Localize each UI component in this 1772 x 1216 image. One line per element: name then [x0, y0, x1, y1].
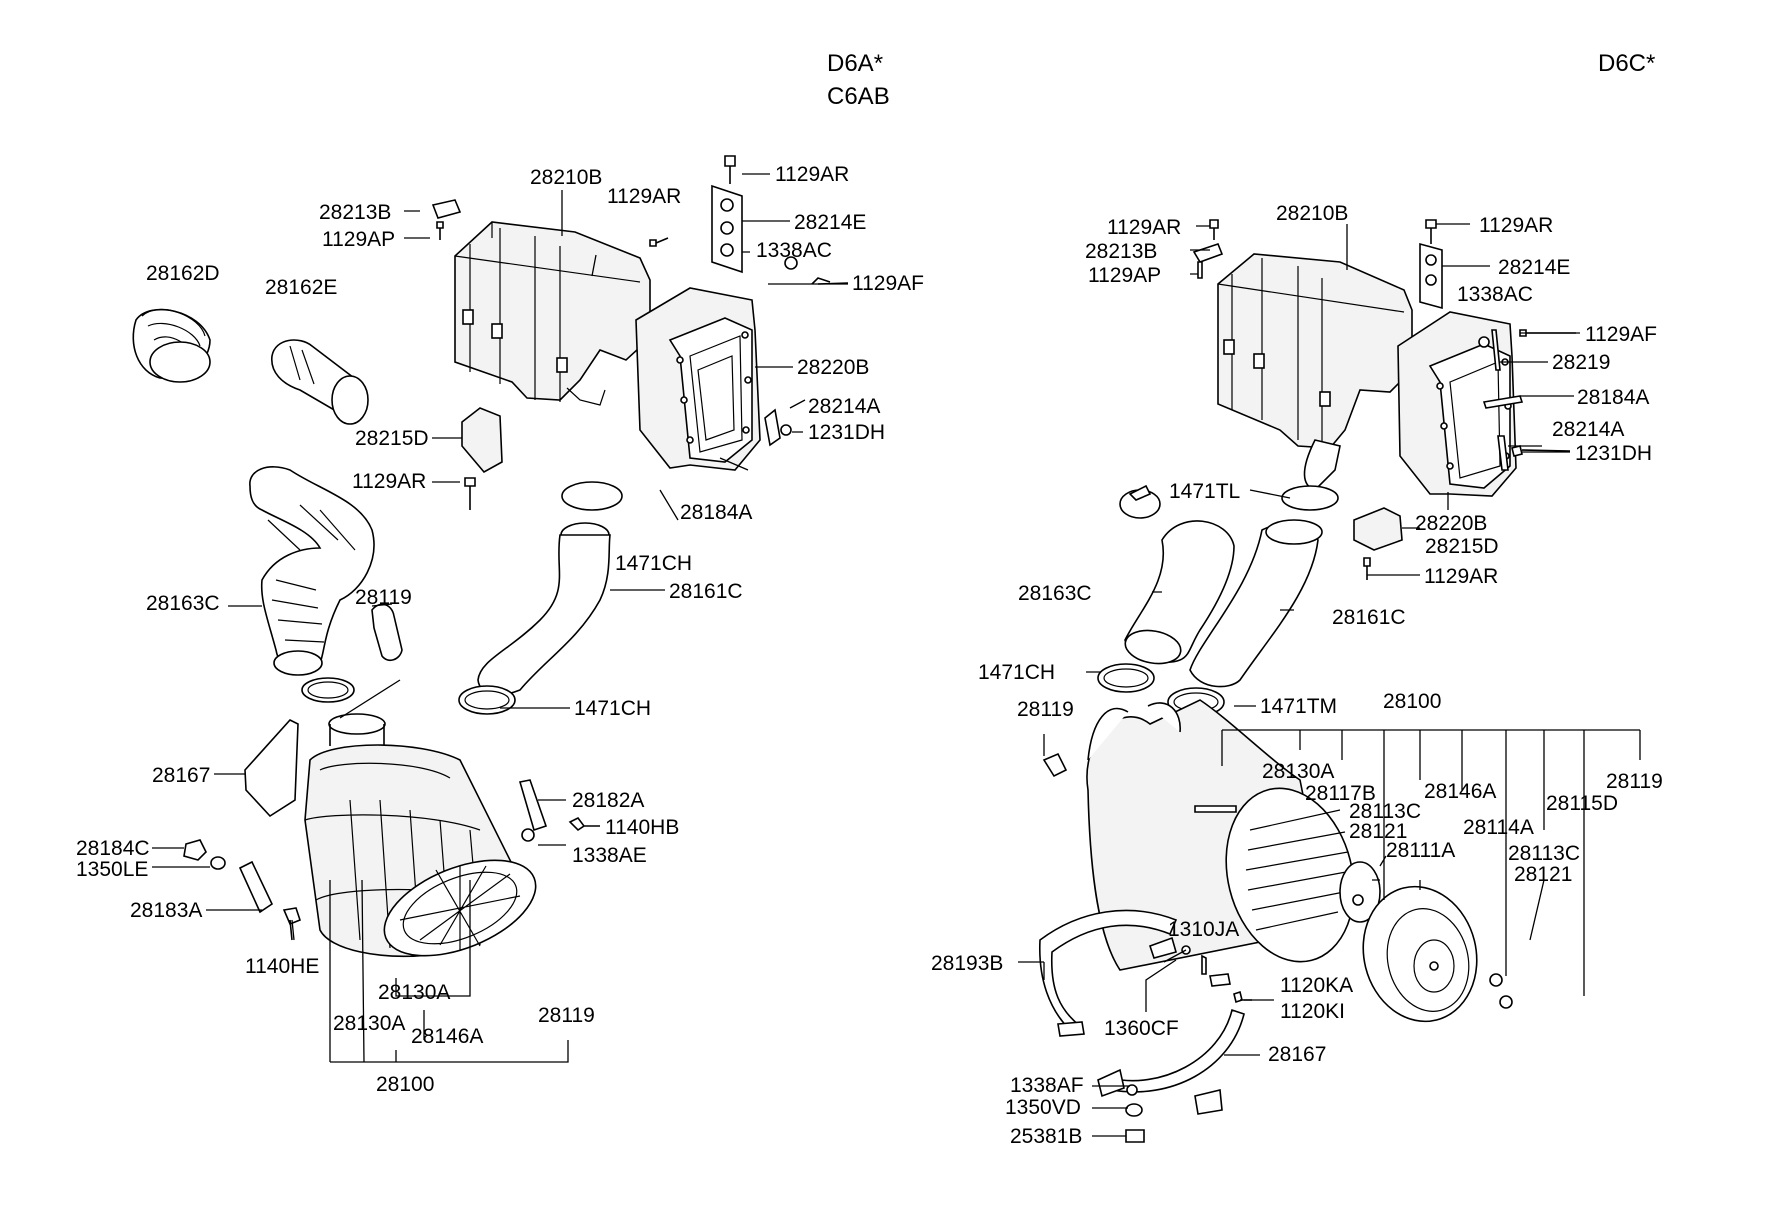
label-r-1310JA: 1310JA: [1168, 918, 1239, 941]
hose-28162E-left: [271, 339, 369, 425]
flange-28220B-right: [1397, 311, 1517, 497]
label-28162D: 28162D: [146, 262, 220, 285]
label-28163C: 28163C: [146, 592, 220, 615]
right-assembly: 1129AR 28213B 1129AP 28210B 1129AR 28214…: [931, 202, 1663, 1148]
label-r-1120KI: 1120KI: [1280, 1000, 1345, 1023]
label-1140HE: 1140HE: [245, 955, 319, 978]
label-28184A: 28184A: [680, 501, 752, 524]
label-1471CH-a: 1471CH: [615, 552, 692, 575]
label-28213B: 28213B: [319, 201, 391, 224]
plate-28214E-left: [711, 184, 743, 274]
label-r-28163C: 28163C: [1018, 582, 1092, 605]
label-r-28213B: 28213B: [1085, 240, 1157, 263]
label-r-1338AC: 1338AC: [1457, 283, 1533, 306]
header-d6c: D6C*: [1598, 50, 1655, 77]
label-28146A: 28146A: [411, 1025, 483, 1048]
label-1140HB: 1140HB: [605, 816, 679, 839]
hose-28162D-left: [132, 308, 211, 383]
label-r-28117B: 28117B: [1305, 782, 1376, 805]
label-r-28130A: 28130A: [1262, 760, 1334, 783]
label-r-28193B: 28193B: [931, 952, 1003, 975]
label-r-1129AR-b: 1129AR: [1479, 214, 1553, 237]
label-1129AR-top: 1129AR: [607, 185, 681, 208]
label-r-1129AR-c: 1129AR: [1424, 565, 1498, 588]
label-r-28219: 28219: [1552, 351, 1610, 374]
label-28220B: 28220B: [797, 356, 869, 379]
label-28214E: 28214E: [794, 211, 866, 234]
label-1129AF: 1129AF: [852, 272, 924, 295]
label-r-28167: 28167: [1268, 1043, 1326, 1066]
label-r-1129AF: 1129AF: [1585, 323, 1657, 346]
label-r-28111A: 28111A: [1386, 839, 1455, 862]
label-1338AE: 1338AE: [572, 844, 647, 867]
label-1350LE: 1350LE: [76, 858, 148, 881]
label-28100: 28100: [376, 1073, 434, 1096]
label-28182A: 28182A: [572, 789, 644, 812]
label-r-28210B: 28210B: [1276, 202, 1348, 225]
label-r-28214A: 28214A: [1552, 418, 1624, 441]
label-r-1129AP: 1129AP: [1088, 264, 1161, 287]
label-r-28113C-b: 28113C: [1508, 842, 1580, 865]
tube-28161C-left: [477, 481, 623, 696]
label-28183A: 28183A: [130, 899, 202, 922]
label-28210B: 28210B: [530, 166, 602, 189]
header-c6ab: C6AB: [827, 83, 890, 110]
label-r-1350VD: 1350VD: [1005, 1096, 1081, 1119]
label-1129AR-low: 1129AR: [352, 470, 426, 493]
label-r-1471CH: 1471CH: [978, 661, 1055, 684]
label-r-1231DH: 1231DH: [1575, 442, 1652, 465]
tube-28161C-right: [1189, 519, 1323, 688]
label-r-1360CF: 1360CF: [1104, 1017, 1179, 1040]
label-28184C: 28184C: [76, 837, 150, 860]
label-1129AP: 1129AP: [322, 228, 395, 251]
label-r-28114A: 28114A: [1463, 816, 1534, 839]
label-28167: 28167: [152, 764, 210, 787]
label-r-1471TM: 1471TM: [1260, 695, 1337, 718]
label-r-28121-a: 28121: [1349, 820, 1407, 843]
label-r-25381B: 25381B: [1010, 1125, 1082, 1148]
flange-28220B-left: [635, 287, 761, 471]
label-r-28115D: 28115D: [1546, 792, 1618, 815]
label-r-28161C: 28161C: [1332, 606, 1406, 629]
label-r-28100: 28100: [1383, 690, 1441, 713]
label-28130A-a: 28130A: [378, 981, 450, 1004]
hose-28163C-left: [249, 466, 375, 676]
label-r-1120KA: 1120KA: [1280, 974, 1353, 997]
label-r-28119-b: 28119: [1606, 770, 1663, 793]
label-r-28146A: 28146A: [1424, 780, 1496, 803]
label-28214A: 28214A: [808, 395, 880, 418]
tube-28163C-right: [1124, 520, 1235, 665]
label-r-28220B: 28220B: [1415, 512, 1487, 535]
left-assembly: 28210B 1129AR 28213B 1129AP 1129AR 28214…: [76, 155, 924, 1096]
label-r-28119-a: 28119: [1017, 698, 1074, 721]
label-1129AR-mid: 1129AR: [775, 163, 849, 186]
label-r-28214E: 28214E: [1498, 256, 1570, 279]
label-1471CH-b: 1471CH: [574, 697, 651, 720]
intake-housing-28210B-left: [454, 221, 651, 406]
label-r-28184A: 28184A: [1577, 386, 1649, 409]
label-28119-b: 28119: [538, 1004, 595, 1027]
label-1338AC: 1338AC: [756, 239, 832, 262]
label-r-28121-b: 28121: [1514, 863, 1572, 886]
label-28162E: 28162E: [265, 276, 337, 299]
label-r-1338AF: 1338AF: [1010, 1074, 1084, 1097]
label-r-28215D: 28215D: [1425, 535, 1499, 558]
header-d6a: D6A*: [827, 50, 883, 77]
label-r-1129AR-a: 1129AR: [1107, 216, 1181, 239]
label-28215D: 28215D: [355, 427, 429, 450]
air-cleaner-28100-left: [304, 713, 537, 958]
intake-housing-28210B-right: [1217, 253, 1413, 491]
air-cleaner-28100-right: [1086, 699, 1478, 1023]
label-r-28113C-a: 28113C: [1349, 800, 1421, 823]
label-r-1471TL: 1471TL: [1169, 480, 1240, 503]
label-1231DH: 1231DH: [808, 421, 885, 444]
label-28119-a: 28119: [355, 586, 412, 609]
label-28161C: 28161C: [669, 580, 743, 603]
label-28130A-b: 28130A: [333, 1012, 405, 1035]
